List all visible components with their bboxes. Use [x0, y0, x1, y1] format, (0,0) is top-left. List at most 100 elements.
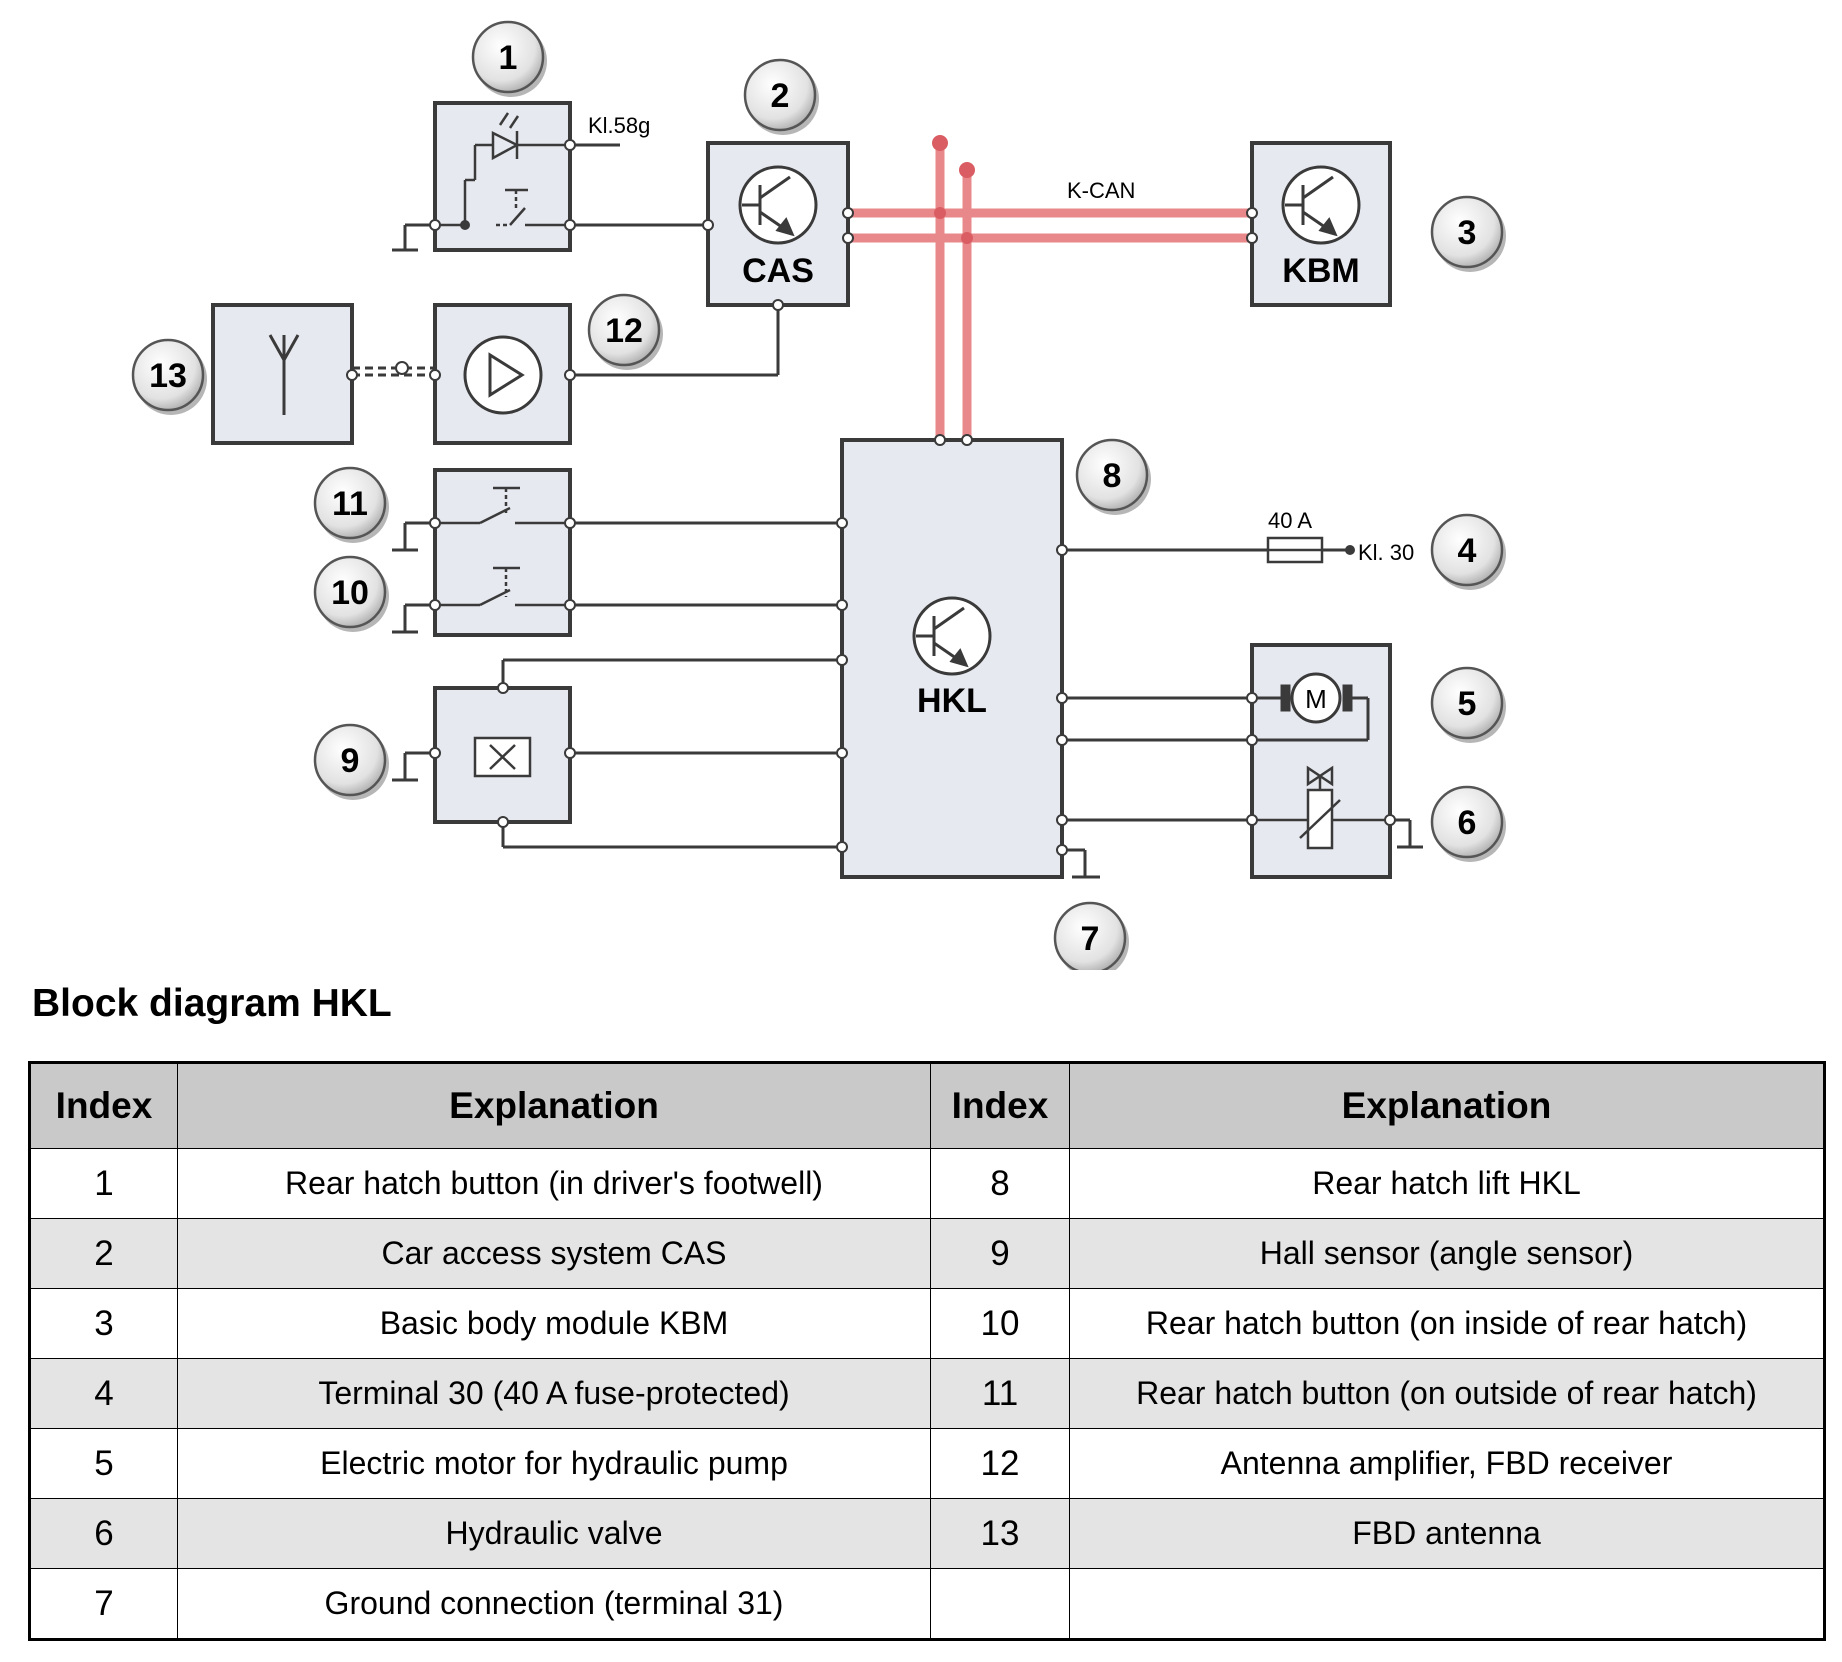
led-icon: [473, 112, 570, 180]
cell-index: 10: [930, 1288, 1070, 1359]
cell-explanation: Rear hatch button (on outside of rear ha…: [1069, 1358, 1825, 1429]
index-badge-8: 8: [1075, 438, 1151, 515]
badge-label: 3: [1458, 214, 1477, 252]
index-badge-5: 5: [1430, 666, 1506, 743]
cell-explanation: Antenna amplifier, FBD receiver: [1069, 1428, 1825, 1499]
motor-label: M: [1305, 684, 1327, 714]
junction-dot: [460, 220, 470, 230]
badge-label: 13: [149, 357, 187, 395]
box-rear-hatch-buttons: [433, 468, 572, 637]
cell-index: 1: [29, 1148, 178, 1219]
index-badge-13: 13: [131, 338, 207, 415]
cell-index: 12: [930, 1428, 1070, 1499]
cell-explanation: Rear hatch button (in driver's footwell): [177, 1148, 931, 1219]
cell-index: 5: [29, 1428, 178, 1499]
index-badge-3: 3: [1430, 195, 1506, 272]
index-badge-4: 4: [1430, 513, 1506, 590]
cell-index: 8: [930, 1148, 1070, 1219]
cell-index: 11: [930, 1358, 1070, 1429]
connection-points: [346, 139, 1396, 856]
valve-icon: [1252, 765, 1390, 850]
index-badge-10: 10: [313, 555, 389, 632]
index-badge-6: 6: [1430, 785, 1506, 862]
motor-icon: [1252, 672, 1370, 742]
diagram-caption: Block diagram HKL: [32, 982, 392, 1025]
transistor-icon: [912, 596, 992, 676]
index-badge-11: 11: [313, 466, 389, 543]
cell-index: 7: [29, 1568, 178, 1640]
cell-index: [930, 1568, 1070, 1640]
header-explanation-right: Explanation: [1069, 1062, 1825, 1149]
badge-label: 2: [771, 77, 790, 115]
cell-explanation: Rear hatch lift HKL: [1069, 1148, 1825, 1219]
index-badge-12: 12: [587, 293, 663, 370]
badge-label: 8: [1103, 457, 1122, 495]
header-index-left: Index: [29, 1062, 178, 1149]
bus-terminator: [932, 135, 948, 151]
cell-index: 2: [29, 1218, 178, 1289]
cell-explanation: FBD antenna: [1069, 1498, 1825, 1569]
signal-label-kcan: K-CAN: [1067, 178, 1135, 203]
table-row: 5 Electric motor for hydraulic pump 12 A…: [29, 1428, 1825, 1499]
terminal-label-kl30: Kl. 30: [1358, 540, 1414, 565]
table-row: 7 Ground connection (terminal 31): [29, 1568, 1825, 1640]
header-explanation-left: Explanation: [177, 1062, 931, 1149]
index-badge-2: 2: [743, 58, 819, 135]
table-row: 4 Terminal 30 (40 A fuse-protected) 11 R…: [29, 1358, 1825, 1429]
block-diagram: M CAS KBM HKL Kl.58g K-CAN 40 A Kl. 30 1…: [131, 20, 1506, 970]
badge-label: 4: [1458, 532, 1477, 570]
badge-label: 11: [332, 485, 368, 523]
cell-explanation: Car access system CAS: [177, 1218, 931, 1289]
table-row: 3 Basic body module KBM 10 Rear hatch bu…: [29, 1288, 1825, 1359]
fuse-label: 40 A: [1268, 508, 1312, 533]
cell-index: 6: [29, 1498, 178, 1569]
index-badge-1: 1: [471, 20, 547, 97]
cell-index: 3: [29, 1288, 178, 1359]
switch-icon: [435, 566, 570, 607]
hall-sensor-icon: [473, 736, 532, 778]
antenna-icon: [268, 334, 300, 415]
cell-explanation: Electric motor for hydraulic pump: [177, 1428, 931, 1499]
signal-label-kl58g: Kl.58g: [588, 113, 650, 138]
badge-label: 1: [499, 39, 518, 77]
cell-explanation: Ground connection (terminal 31): [177, 1568, 931, 1640]
cell-explanation: Rear hatch button (on inside of rear hat…: [1069, 1288, 1825, 1359]
legend-header-row: Index Explanation Index Explanation: [29, 1062, 1825, 1149]
box-rear-hatch-button-footwell: [433, 101, 572, 252]
cell-index: 13: [930, 1498, 1070, 1569]
table-row: 6 Hydraulic valve 13 FBD antenna: [29, 1498, 1825, 1569]
badge-label: 7: [1081, 920, 1100, 958]
cell-explanation: Terminal 30 (40 A fuse-protected): [177, 1358, 931, 1429]
cell-explanation: Basic body module KBM: [177, 1288, 931, 1359]
cell-explanation: [1069, 1568, 1825, 1640]
bus-junction: [934, 207, 946, 219]
module-label-cas: CAS: [742, 252, 814, 290]
header-index-right: Index: [930, 1062, 1070, 1149]
switch-icon: [435, 178, 570, 227]
fuse-icon: [1266, 536, 1324, 564]
badge-label: 12: [605, 312, 643, 350]
terminal-dot: [1345, 545, 1355, 555]
index-badge-7: 7: [1053, 901, 1129, 970]
badge-label: 5: [1458, 685, 1477, 723]
bus-junction: [961, 232, 973, 244]
cell-explanation: Hall sensor (angle sensor): [1069, 1218, 1825, 1289]
k-can-bus: [848, 143, 1252, 440]
legend-table: Index Explanation Index Explanation 1 Re…: [28, 1061, 1826, 1641]
transistor-icon: [738, 165, 818, 245]
module-label-hkl: HKL: [917, 682, 987, 720]
table-row: 2 Car access system CAS 9 Hall sensor (a…: [29, 1218, 1825, 1289]
badge-label: 9: [341, 742, 360, 780]
table-row: 1 Rear hatch button (in driver's footwel…: [29, 1148, 1825, 1219]
cell-explanation: Hydraulic valve: [177, 1498, 931, 1569]
badge-label: 10: [331, 574, 369, 612]
bus-terminator: [959, 162, 975, 178]
transistor-icon: [1281, 165, 1361, 245]
badge-label: 6: [1458, 804, 1477, 842]
module-label-kbm: KBM: [1282, 252, 1359, 290]
index-badge-9: 9: [313, 723, 389, 800]
cell-index: 4: [29, 1358, 178, 1429]
cell-index: 9: [930, 1218, 1070, 1289]
amplifier-icon: [463, 335, 543, 415]
